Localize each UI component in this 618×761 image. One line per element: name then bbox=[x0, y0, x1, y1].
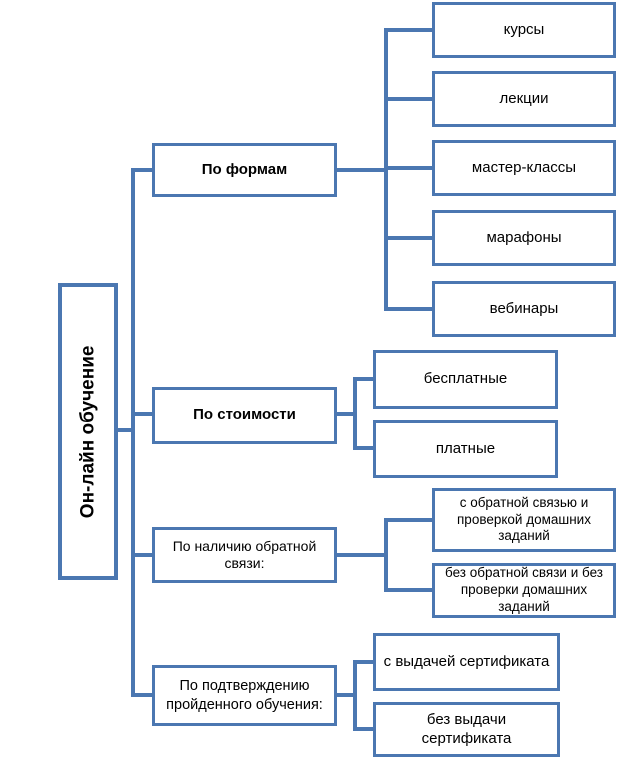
leaf-node-without-feedback-label: без обратной связи и без проверки домашн… bbox=[445, 565, 603, 614]
leaf-node-with-feedback-label: с обратной связью и проверкой домашних з… bbox=[457, 494, 591, 544]
connector-leaf-masterclasses bbox=[388, 166, 432, 170]
leaf-node-paid-label: платные bbox=[435, 439, 496, 457]
connector-leaf-paid bbox=[357, 446, 373, 450]
leaf-node-with-feedback: с обратной связью и проверкой домашних з… bbox=[432, 488, 616, 552]
connector-leaf-free bbox=[357, 377, 373, 381]
connector-branch-feedback-right bbox=[337, 553, 386, 557]
connector-leaf-marathons bbox=[388, 236, 432, 240]
connector-root-to-trunk bbox=[118, 428, 131, 432]
branch-node-feedback: По наличию обратной связи: bbox=[152, 527, 337, 583]
connector-branch-forms-right bbox=[337, 168, 386, 172]
leaf-node-courses-label: курсы bbox=[503, 20, 545, 38]
connector-trunk-to-branch-cost bbox=[135, 412, 152, 416]
branch-node-feedback-label: По наличию обратной связи: bbox=[172, 537, 317, 572]
connector-leaf-webinars bbox=[388, 307, 432, 311]
connector-branch-forms-vertical bbox=[384, 28, 388, 311]
connector-branch-certificate-right bbox=[337, 693, 355, 697]
leaf-node-courses: курсы bbox=[432, 2, 616, 58]
connector-branch-cost-right bbox=[337, 412, 355, 416]
leaf-node-marathons-label: марафоны bbox=[486, 228, 562, 246]
connector-branch-feedback-vertical bbox=[384, 518, 388, 592]
branch-node-forms: По формам bbox=[152, 143, 337, 197]
leaf-node-without-certificate: без выдачи сертификата bbox=[373, 702, 560, 757]
branch-node-certificate: По подтверждению пройденного обучения: bbox=[152, 665, 337, 726]
connector-leaf-lectures bbox=[388, 97, 432, 101]
connector-leaf-courses bbox=[388, 28, 432, 32]
connector-leaf-without-certificate bbox=[357, 727, 373, 731]
root-node-label: Он-лайн обучение bbox=[77, 345, 99, 518]
leaf-node-with-certificate-label: с выдачей сертификата bbox=[383, 652, 550, 670]
branch-node-cost: По стоимости bbox=[152, 387, 337, 444]
leaf-node-lectures: лекции bbox=[432, 71, 616, 127]
branch-node-forms-label: По формам bbox=[201, 160, 288, 178]
leaf-node-webinars: вебинары bbox=[432, 281, 616, 337]
leaf-node-masterclasses: мастер-классы bbox=[432, 140, 616, 196]
connector-leaf-without-feedback bbox=[388, 588, 432, 592]
connector-leaf-with-feedback bbox=[388, 518, 432, 522]
root-node-online-learning: Он-лайн обучение bbox=[58, 283, 118, 580]
connector-branch-cost-vertical bbox=[353, 377, 357, 450]
connector-branch-certificate-vertical bbox=[353, 660, 357, 731]
leaf-node-without-feedback: без обратной связи и без проверки домашн… bbox=[432, 563, 616, 618]
leaf-node-masterclasses-label: мастер-классы bbox=[471, 158, 577, 176]
leaf-node-paid: платные bbox=[373, 420, 558, 478]
leaf-node-without-certificate-label: без выдачи сертификата bbox=[421, 710, 512, 747]
leaf-node-lectures-label: лекции bbox=[499, 89, 549, 107]
branch-node-cost-label: По стоимости bbox=[193, 406, 296, 424]
connector-trunk-vertical bbox=[131, 168, 135, 697]
branch-node-certificate-label: По подтверждению пройденного обучения: bbox=[166, 678, 323, 713]
connector-trunk-to-branch-forms bbox=[135, 168, 152, 172]
leaf-node-with-certificate: с выдачей сертификата bbox=[373, 633, 560, 691]
connector-trunk-to-branch-certificate bbox=[135, 693, 152, 697]
connector-trunk-to-branch-feedback bbox=[135, 553, 152, 557]
leaf-node-free: бесплатные bbox=[373, 350, 558, 409]
leaf-node-free-label: бесплатные bbox=[423, 370, 508, 388]
leaf-node-marathons: марафоны bbox=[432, 210, 616, 266]
leaf-node-webinars-label: вебинары bbox=[489, 299, 559, 317]
connector-leaf-with-certificate bbox=[357, 660, 373, 664]
